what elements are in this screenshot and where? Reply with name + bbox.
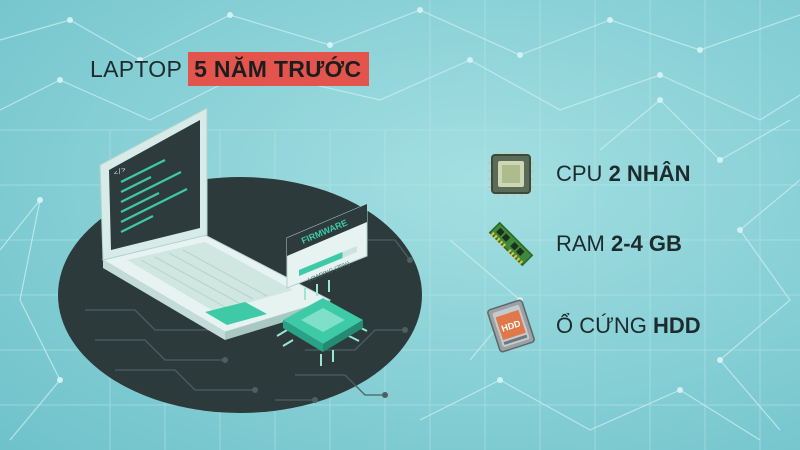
spec-cpu: CPU 2 NHÂN <box>484 144 784 204</box>
title-prefix: LAPTOP <box>90 55 183 82</box>
spec-storage: HDD Ổ CỨNG HDD <box>484 296 784 356</box>
cpu-chip-icon <box>488 151 534 197</box>
keyboard <box>127 242 293 312</box>
spec-label: RAM <box>556 231 605 256</box>
firmware-badge: FIRMWARE LOADING (75%) <box>286 203 368 289</box>
processor-chip <box>276 280 368 366</box>
title-highlight: 5 NĂM TRƯỚC <box>188 52 370 86</box>
spec-value: HDD <box>653 313 701 338</box>
laptop-illustration: </> FIRMWARE LOADING (75%) <box>58 107 422 413</box>
ram-stick-icon <box>488 221 534 267</box>
spec-label: CPU <box>556 161 603 186</box>
touchpad <box>205 302 267 325</box>
spec-ram: RAM 2-4 GB <box>484 214 784 274</box>
code-lines <box>120 159 188 233</box>
page-title: LAPTOP 5 NĂM TRƯỚC <box>90 52 370 86</box>
spec-label: Ổ CỨNG <box>556 313 647 338</box>
spec-value: 2 NHÂN <box>608 161 691 186</box>
loading-bar-fill <box>299 252 343 276</box>
hard-drive-icon: HDD <box>487 299 535 353</box>
spec-value: 2-4 GB <box>611 231 682 256</box>
